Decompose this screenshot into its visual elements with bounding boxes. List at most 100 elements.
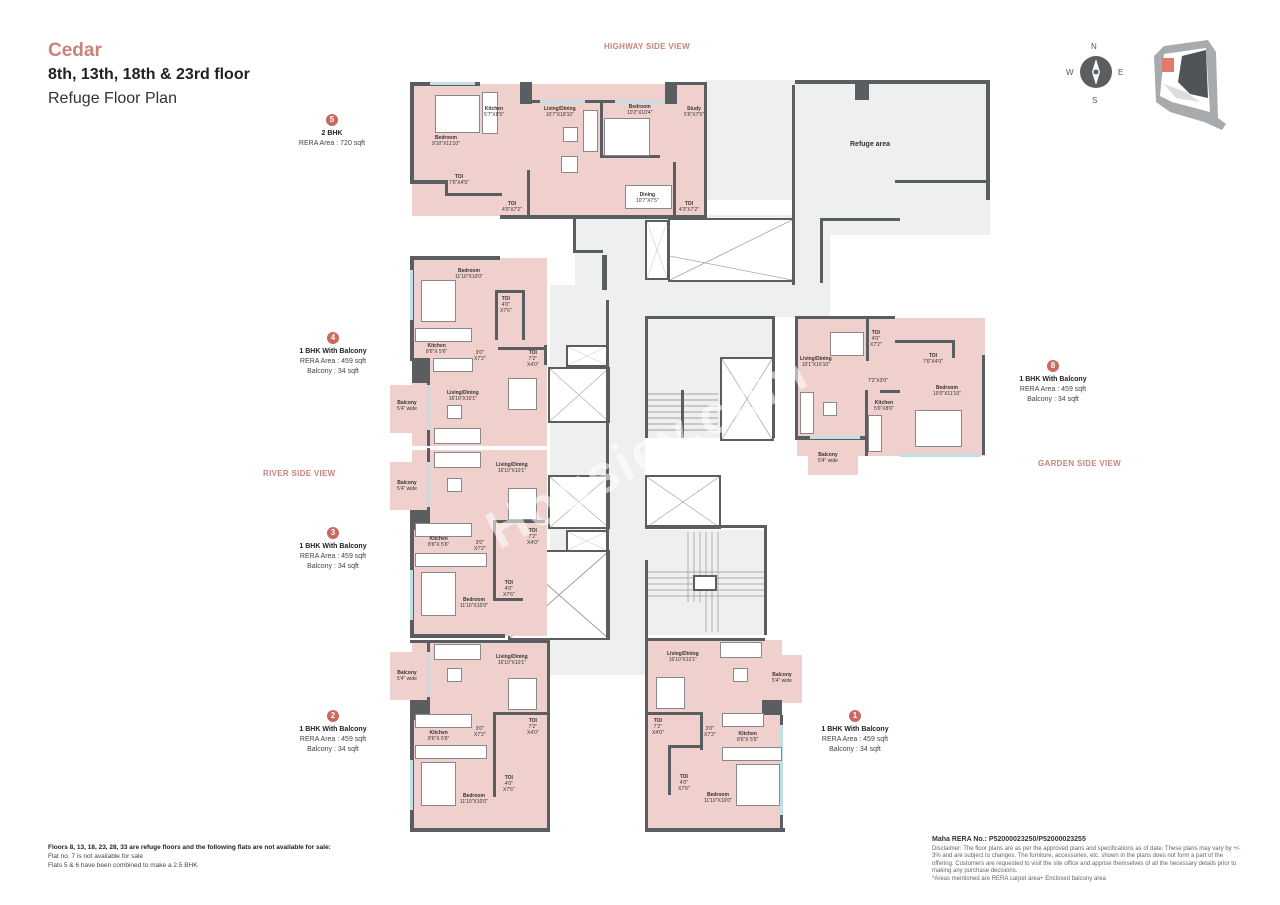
disclaimer: Disclaimer: The floor plans are as per t… bbox=[932, 845, 1241, 875]
window bbox=[427, 462, 430, 507]
dining-table bbox=[508, 488, 537, 520]
wall bbox=[704, 82, 707, 217]
bed bbox=[736, 764, 780, 806]
wall bbox=[493, 712, 496, 797]
key-plan-icon bbox=[1154, 40, 1226, 130]
unit-type: 1 BHK With Balcony bbox=[299, 726, 367, 733]
compass-icon bbox=[1080, 56, 1112, 88]
kitchen-counter bbox=[722, 713, 764, 727]
sofa bbox=[800, 392, 814, 434]
unit-5-info: 5 2 BHK RERA Area : 720 sqft bbox=[292, 114, 372, 149]
window bbox=[540, 100, 585, 103]
unit-type: 1 BHK With Balcony bbox=[299, 543, 367, 550]
chair bbox=[823, 402, 837, 416]
compass-s: S bbox=[1092, 96, 1098, 105]
unit-2-info: 2 1 BHK With Balcony RERA Area : 459 sqf… bbox=[288, 710, 378, 755]
unit-balcony-area: Balcony : 34 sqft bbox=[829, 746, 881, 753]
kitchen-counter bbox=[415, 523, 472, 537]
room-label: 3'0"X7'2" bbox=[474, 726, 486, 738]
wall bbox=[772, 316, 775, 438]
wall bbox=[410, 828, 550, 832]
lift-shaft bbox=[548, 367, 610, 423]
column bbox=[520, 82, 532, 104]
room-label: 3'0"X7'2" bbox=[474, 540, 486, 552]
wall bbox=[795, 316, 798, 438]
dining-table bbox=[656, 677, 685, 709]
column bbox=[762, 700, 782, 715]
wall bbox=[668, 745, 703, 748]
window bbox=[430, 82, 475, 85]
window bbox=[410, 270, 413, 320]
wall bbox=[410, 180, 446, 184]
wall bbox=[606, 300, 609, 640]
sofa bbox=[434, 428, 481, 444]
wall bbox=[645, 525, 767, 528]
unit-8-balcony bbox=[808, 440, 858, 475]
unit-rera-area: RERA Area : 459 sqft bbox=[1019, 386, 1087, 393]
void-shaft bbox=[668, 218, 794, 282]
compass-e: E bbox=[1118, 68, 1124, 77]
unit-type: 1 BHK With Balcony bbox=[821, 726, 889, 733]
refuge-note-line2: Flats 5 & 6 have been combined to make a… bbox=[48, 862, 198, 869]
kitchen-counter bbox=[722, 747, 782, 761]
unit-number-badge: 1 bbox=[849, 710, 861, 722]
wall bbox=[764, 525, 767, 635]
wall bbox=[648, 712, 703, 715]
window bbox=[427, 385, 430, 430]
sofa bbox=[434, 452, 481, 468]
bed bbox=[435, 95, 480, 133]
kitchen-counter bbox=[868, 415, 882, 452]
wall bbox=[573, 250, 603, 253]
wall bbox=[493, 520, 496, 600]
sofa bbox=[720, 642, 762, 658]
wall bbox=[986, 80, 990, 200]
chair bbox=[447, 405, 462, 419]
wall bbox=[493, 712, 547, 715]
dining-table bbox=[830, 332, 864, 356]
compass-w: W bbox=[1066, 68, 1074, 77]
wall bbox=[792, 85, 795, 285]
wall bbox=[645, 828, 785, 832]
stairs-1-icon bbox=[648, 390, 718, 438]
lift-shaft bbox=[645, 475, 721, 529]
refuge-note-line1: Flat no. 7 is not available for sale bbox=[48, 853, 144, 860]
wall bbox=[645, 638, 648, 830]
wall bbox=[547, 640, 550, 830]
unit-8-info: 8 1 BHK With Balcony RERA Area : 459 sqf… bbox=[1008, 360, 1098, 405]
unit-3-info: 3 1 BHK With Balcony RERA Area : 459 sqf… bbox=[288, 527, 378, 572]
unit-4-info: 4 1 BHK With Balcony RERA Area : 459 sqf… bbox=[288, 332, 378, 377]
wall bbox=[527, 170, 530, 218]
unit-balcony-area: Balcony : 34 sqft bbox=[1027, 396, 1079, 403]
wall bbox=[982, 355, 985, 455]
wall bbox=[410, 634, 505, 638]
chair bbox=[447, 668, 462, 682]
unit-rera-area: RERA Area : 459 sqft bbox=[821, 736, 889, 743]
window bbox=[780, 725, 783, 815]
room-label: 3'0"X7'2" bbox=[704, 726, 716, 738]
unit-4-balcony bbox=[390, 385, 426, 433]
unit-3-balcony bbox=[390, 462, 426, 510]
chair bbox=[447, 478, 462, 492]
dining-table bbox=[625, 185, 672, 209]
wall bbox=[952, 340, 955, 358]
wall bbox=[795, 316, 895, 319]
window bbox=[900, 454, 980, 457]
bed bbox=[604, 118, 650, 156]
dining-table bbox=[508, 678, 537, 710]
duct-shaft bbox=[645, 220, 669, 280]
refuge-note: Floors 8, 13, 18, 23, 28, 33 are refuge … bbox=[48, 843, 331, 870]
